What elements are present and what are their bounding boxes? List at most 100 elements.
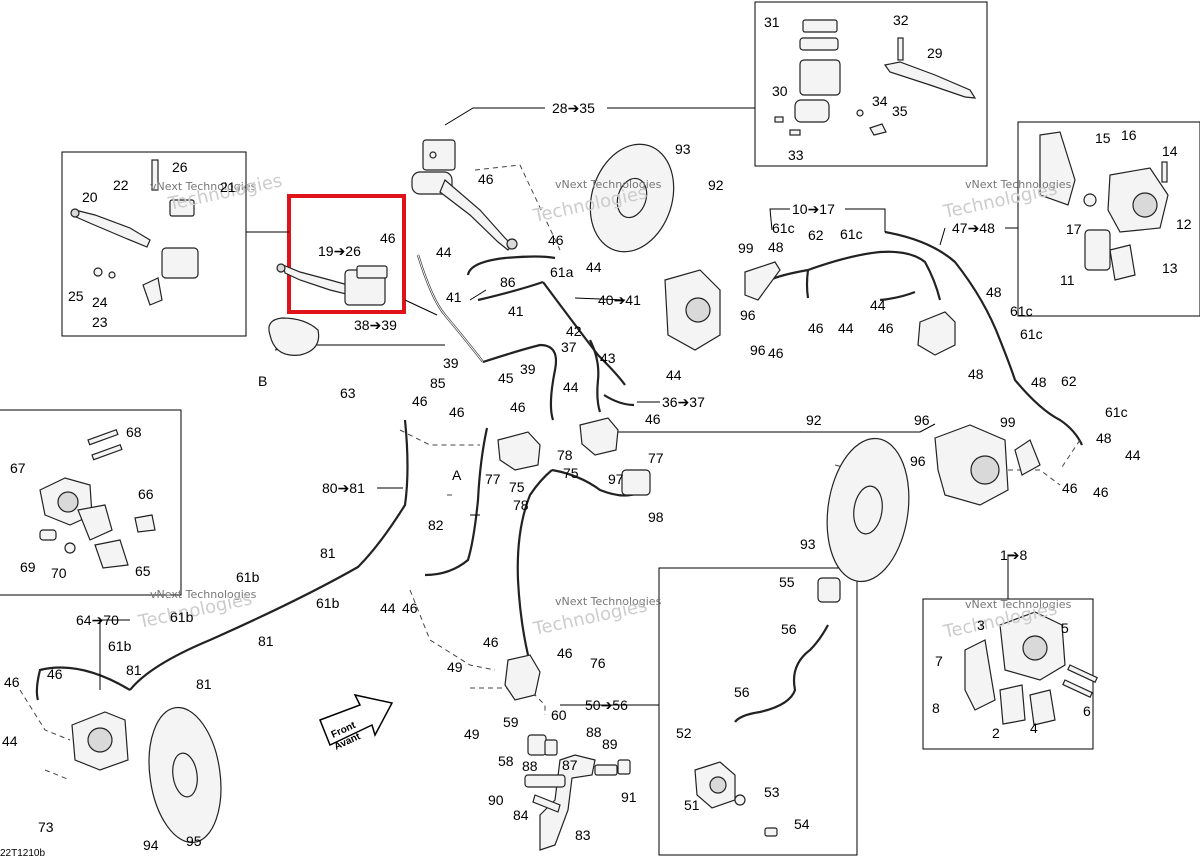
callout-label: 81 — [258, 633, 274, 649]
callout-label: 46 — [510, 399, 526, 415]
callout-label: 55 — [779, 574, 795, 590]
callout-label: 60 — [551, 707, 567, 723]
callout-label: 30 — [772, 83, 788, 99]
callout-label: 61a — [550, 264, 574, 280]
master-cylinder-19-26 — [276, 263, 388, 306]
callout-label: 35 — [892, 103, 908, 119]
callout-label: 36➔37 — [662, 394, 705, 410]
brake-hoses — [35, 230, 1083, 701]
callout-label: 63 — [340, 385, 356, 401]
leader-lines — [19, 107, 1081, 781]
callout-label: 46 — [412, 393, 428, 409]
callout-label: 91 — [621, 789, 637, 805]
inset-caliper-65-70 — [39, 428, 156, 569]
watermark-text: vNext Technologies — [965, 598, 1072, 611]
watermark-text: vNext Technologies — [965, 178, 1072, 191]
callout-label: 92 — [806, 412, 822, 428]
callout-label: 61b — [170, 609, 194, 625]
callout-label: 44 — [2, 733, 18, 749]
callout-label: 46 — [557, 645, 573, 661]
callout-label: 39 — [520, 361, 536, 377]
inset-caliper-11-17 — [1039, 131, 1169, 281]
callout-label: 11 — [1060, 272, 1075, 288]
callout-label: 44 — [563, 379, 579, 395]
callout-label: 75 — [563, 465, 579, 481]
callout-label: 48 — [768, 239, 784, 255]
callout-label: 56 — [781, 621, 797, 637]
callout-label: 52 — [676, 725, 692, 741]
callout-label: 46 — [1093, 484, 1109, 500]
callout-label: 48 — [1031, 374, 1047, 390]
callout-label: 46 — [483, 634, 499, 650]
brake-disc-93-top — [589, 143, 675, 253]
callout-label: 82 — [428, 517, 444, 533]
callout-label: 88 — [522, 758, 538, 774]
callout-label: 46 — [402, 600, 418, 616]
watermark-text: vNext Technologies — [150, 180, 257, 193]
inset-master-cylinder-50-56 — [694, 577, 841, 837]
callout-label: 93 — [800, 536, 816, 552]
callout-label: 43 — [600, 350, 616, 366]
callout-label: 46 — [380, 230, 396, 246]
caliper-rear-left — [71, 711, 129, 771]
callout-label: 4 — [1030, 720, 1038, 736]
brake-disc-93-right — [826, 437, 910, 583]
watermark-text: vNext Technologies — [150, 588, 257, 601]
callout-label: 98 — [648, 509, 664, 525]
callout-label: 89 — [602, 736, 618, 752]
callout-label: 40➔41 — [598, 292, 641, 308]
callout-label: 97 — [608, 471, 624, 487]
callout-label: 81 — [320, 545, 336, 561]
callout-label: 14 — [1162, 143, 1178, 159]
callout-label: 49 — [447, 659, 463, 675]
caliper-rear-right — [934, 424, 1041, 506]
caliper-front-left — [664, 261, 781, 351]
callout-label: 77 — [485, 471, 501, 487]
callout-label: 66 — [138, 486, 154, 502]
callout-label: 61c — [1010, 303, 1033, 319]
callout-label: 41 — [508, 303, 524, 319]
inset-lever-20-26 — [70, 159, 199, 306]
callout-label: 61c — [1020, 326, 1043, 342]
callout-label: 70 — [51, 565, 67, 581]
callout-label: 5 — [1061, 620, 1069, 636]
callout-label: 22 — [113, 177, 129, 193]
callout-label: 25 — [68, 288, 84, 304]
highlight-box — [287, 194, 406, 314]
callout-label: 84 — [513, 807, 529, 823]
callout-label: 50➔56 — [585, 697, 628, 713]
callout-label: 46 — [878, 320, 894, 336]
callout-label: 45 — [498, 370, 514, 386]
callout-label: 96 — [910, 453, 926, 469]
callout-label: 31 — [764, 14, 780, 30]
callout-label: 2 — [992, 725, 1000, 741]
callout-label: 62 — [808, 227, 824, 243]
callout-label: 96 — [740, 307, 756, 323]
callout-label: 46 — [449, 404, 465, 420]
handlebar-master-cylinder-front — [411, 139, 518, 251]
callout-label: 46 — [1062, 480, 1078, 496]
callout-label: 61b — [316, 595, 340, 611]
callout-label: 78 — [513, 497, 529, 513]
document-code: 22T1210b — [0, 848, 45, 859]
inset-caliper-1-8 — [964, 611, 1098, 726]
callout-label: 81 — [126, 662, 142, 678]
callout-label: 73 — [38, 819, 54, 835]
callout-label: 44 — [838, 320, 854, 336]
gasket-b — [268, 317, 320, 356]
callout-label: 61b — [236, 569, 260, 585]
callout-label: 46 — [768, 345, 784, 361]
callout-label: 58 — [498, 753, 514, 769]
callout-label: B — [258, 373, 267, 389]
callout-label: 53 — [764, 784, 780, 800]
callout-label: A — [452, 467, 462, 483]
callout-label: 46 — [645, 411, 661, 427]
callout-label: 61c — [772, 220, 795, 236]
callout-label: 44 — [586, 259, 602, 275]
junction-block-77-75 — [497, 417, 651, 496]
inset-box-caliper-11-17 — [1017, 121, 1200, 317]
callout-label: 47➔48 — [952, 220, 995, 236]
callout-label: 10➔17 — [792, 201, 835, 217]
inset-box-caliper-65-70 — [0, 409, 182, 596]
callout-label: 87 — [562, 757, 578, 773]
